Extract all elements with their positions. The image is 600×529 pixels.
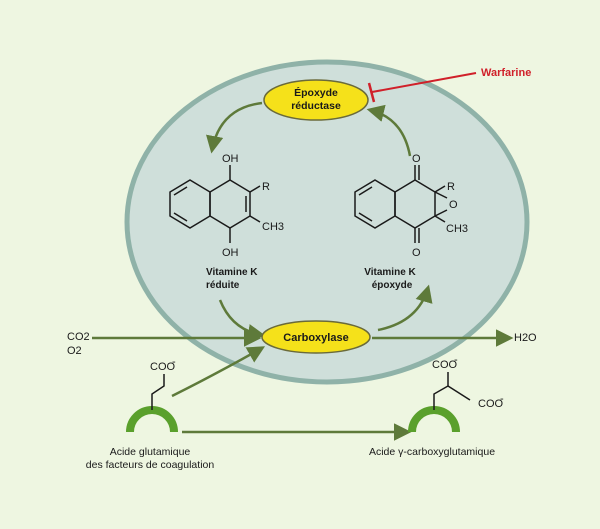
co2-label: CO2 [67, 331, 90, 343]
vitamin-k-reduced-structure [169, 165, 261, 243]
vitamin-k-reduced-label-line2: réduite [206, 280, 240, 291]
reductase-enzyme [263, 79, 369, 121]
reductase-label-line1: Époxyde [294, 86, 338, 99]
epoxide-r: R [447, 181, 455, 193]
carboxyglutamic-residue [408, 372, 471, 433]
carboxyglutamic-label: Acide γ-carboxyglutamique [369, 446, 495, 458]
epoxide-o-ring: O [449, 199, 458, 211]
vitamin-k-epoxide-structure [354, 165, 448, 243]
reductase-label-line2: réductase [291, 100, 341, 112]
epoxide-ch3: CH3 [446, 223, 468, 235]
carboxylase-label: Carboxylase [283, 332, 348, 344]
glutamic-charge: - [172, 356, 176, 368]
glutamic-coo: COO [150, 361, 176, 373]
arrow-glutamate-to-carboxylase [171, 346, 266, 398]
glutamic-label-line2: des facteurs de coagulation [86, 459, 215, 471]
vitamin-k-epoxide-label-line1: Vitamine K [364, 267, 416, 278]
carboxylase-enzyme [261, 320, 371, 354]
epoxide-o-top: O [412, 153, 421, 165]
h2o-label: H2O [514, 332, 537, 344]
vitamin-k-epoxide-label-line2: époxyde [372, 280, 413, 291]
epoxide-o-bottom: O [412, 247, 421, 259]
glutamic-residue [126, 374, 178, 433]
arrow-carboxylase-to-epoxide [377, 284, 433, 332]
carboxyglutamic-charge2: - [500, 393, 504, 405]
glutamic-label-line1: Acide glutamique [110, 446, 191, 458]
reduced-r: R [262, 181, 270, 193]
vitamin-k-reduced-label-line1: Vitamine K [206, 267, 258, 278]
arrow-epoxide-to-reductase [366, 104, 412, 157]
warfarin-inhibition-line [371, 72, 477, 93]
reduced-oh-top: OH [222, 153, 239, 165]
o2-label: O2 [67, 345, 82, 357]
reduced-ch3: CH3 [262, 221, 284, 233]
carboxyglutamic-charge1: - [454, 354, 458, 366]
warfarin-inhibition-bar [367, 82, 376, 103]
reduced-oh-bottom: OH [222, 247, 239, 259]
carboxyglutamic-coo2: COO [478, 398, 504, 410]
warfarin-label: Warfarine [481, 67, 531, 79]
carboxyglutamic-coo1: COO [432, 359, 458, 371]
arrow-reductase-to-reduced [206, 101, 263, 154]
